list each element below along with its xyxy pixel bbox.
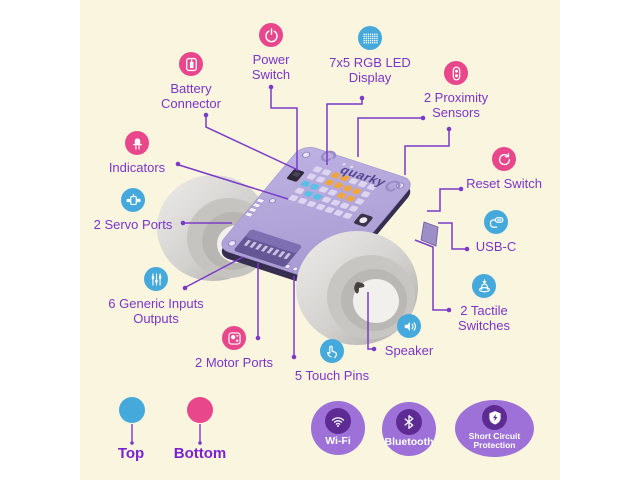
scp-badge-line1: Short Circuit [468,431,521,441]
generic-io-icon [144,267,168,291]
callout-battery-connector: Battery Connector [134,52,248,111]
callout-reset-switch: Reset Switch [449,147,559,191]
label-display-line1: 7x5 RGB LED [329,55,411,70]
indicators-icon [125,131,149,155]
line-battery-connector [205,116,299,171]
callout-generic-io: 6 Generic Inputs Outputs [91,267,221,326]
label-motor: 2 Motor Ports [194,355,274,370]
label-power-line1: Power [252,52,290,67]
callout-usb-c: USB-C [456,210,536,254]
wifi-badge: Wi-Fi [311,401,365,455]
legend-bottom-label: Bottom [173,445,227,462]
label-battery-line2: Connector [161,96,221,111]
bluetooth-icon [396,409,422,435]
callout-indicators: Indicators [92,131,182,175]
callout-lines [178,88,466,356]
servo-ports-icon [121,188,145,212]
legend-stems [130,424,202,445]
label-speaker: Speaker [384,343,434,358]
label-battery-line1: Battery [170,81,212,96]
usb-c-port [420,221,439,247]
wifi-badge-label: Wi-Fi [325,435,351,447]
label-tactile-line2: Switches [457,318,511,333]
reset-switch-icon [492,147,516,171]
line-proximity-1 [357,117,421,157]
label-tactile-line1: 2 Tactile [460,303,508,318]
line-generic-io [185,256,244,288]
callout-led-display: 7x5 RGB LED Display [314,26,426,85]
callout-line-dots [175,84,470,360]
motor-connector-block [234,229,302,267]
callout-servo-ports: 2 Servo Ports [81,188,185,232]
line-tactile-switches [414,239,448,311]
legend-top-label: Top [117,445,145,462]
wifi-icon [325,408,351,434]
power-switch-component [286,169,305,182]
battery-connector-icon [179,52,203,76]
label-display-line2: Display [348,70,392,85]
legend-bottom-dot [187,397,213,423]
label-proximity-line2: Sensors [432,105,480,120]
tactile-switches-icon [472,274,496,298]
legend-top-dot [119,397,145,423]
label-indicators: Indicators [108,160,166,175]
line-usb-c [438,222,466,250]
callout-motor-ports: 2 Motor Ports [179,326,289,370]
bluetooth-badge-label: Bluetooth [384,436,434,448]
label-generic-line1: 6 Generic Inputs [108,296,204,311]
callout-speaker: Speaker [369,314,449,358]
label-proximity-line1: 2 Proximity [423,90,489,105]
usb-c-icon [484,210,508,234]
touch-pins-icon [320,339,344,363]
callout-tactile-switches: 2 Tactile Switches [439,274,529,333]
line-indicators [178,164,289,200]
label-usb: USB-C [475,239,517,254]
tactile-switch-component [354,213,373,227]
short-circuit-protection-icon [482,405,507,430]
speaker-icon [397,314,421,338]
right-wheel [296,231,418,345]
motor-ports-icon [222,326,246,350]
bluetooth-badge: Bluetooth [382,402,436,456]
label-reset: Reset Switch [466,176,542,191]
power-switch-icon [259,23,283,47]
callout-power-switch: Power Switch [236,23,306,82]
label-touch: 5 Touch Pins [294,368,370,383]
label-generic-line2: Outputs [133,311,179,326]
line-power-switch [270,88,298,171]
rgb-led-matrix [288,166,377,219]
scp-badge-line2: Protection [473,440,516,450]
wheel-screw [354,282,365,294]
callout-touch-pins: 5 Touch Pins [282,339,382,383]
servo-pin-header [244,197,265,218]
line-speaker [367,292,373,350]
label-servo: 2 Servo Ports [93,217,173,232]
label-power-line2: Switch [251,67,291,82]
rgb-led-display-icon [358,26,382,50]
line-led-display [326,99,363,165]
short-circuit-protection-badge: Short Circuit Protection [455,400,534,457]
proximity-sensors-icon [444,61,468,85]
line-reset-switch [427,188,460,212]
callout-proximity-sensors: 2 Proximity Sensors [401,61,511,120]
line-proximity-2 [404,130,450,175]
